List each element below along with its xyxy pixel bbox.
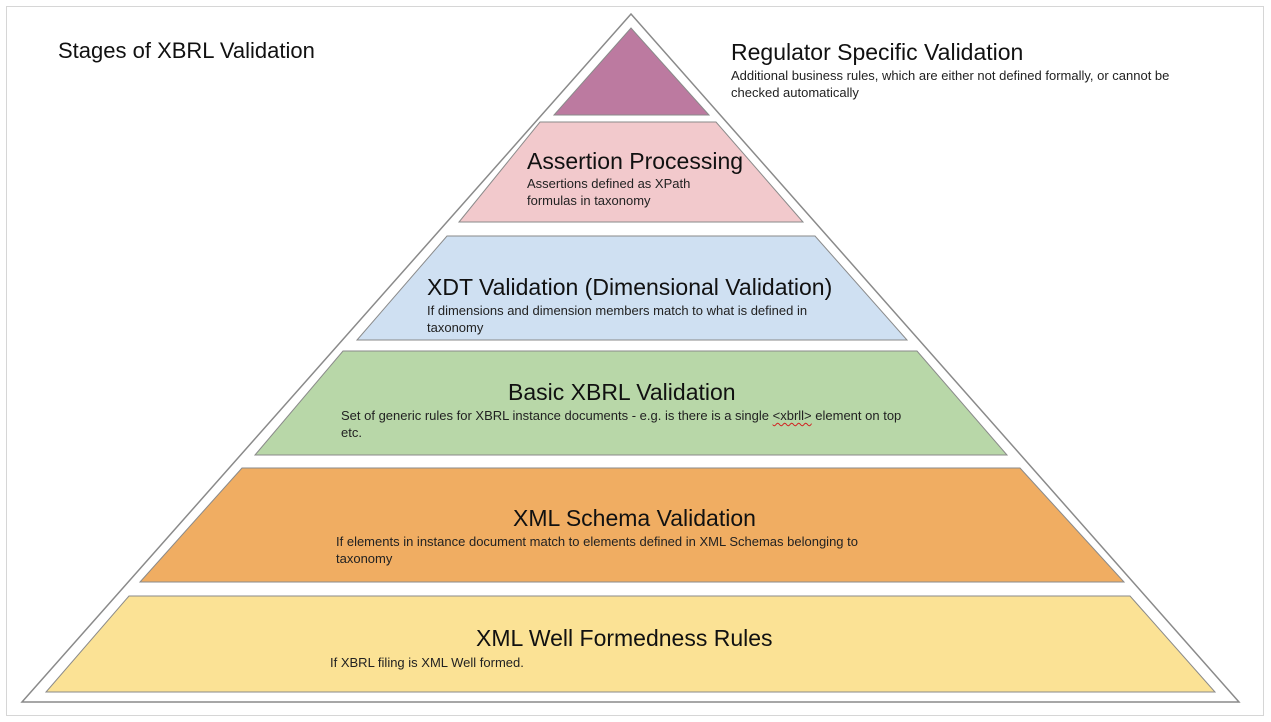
regulator-title: Regulator Specific Validation bbox=[731, 39, 1024, 65]
basic-description-text: Set of generic rules for XBRL instance d… bbox=[341, 408, 773, 423]
schema-description: If elements in instance document match t… bbox=[336, 534, 858, 566]
wellformed-title: XML Well Formedness Rules bbox=[476, 625, 773, 651]
xdt-title: XDT Validation (Dimensional Validation) bbox=[427, 274, 833, 300]
assertion-title: Assertion Processing bbox=[527, 148, 744, 174]
page-title: Stages of XBRL Validation bbox=[58, 38, 315, 63]
tier-assertion-shape bbox=[457, 121, 805, 223]
tier-wellformed-shape bbox=[44, 595, 1217, 693]
basic-description-text-end: element on top etc. bbox=[341, 408, 902, 440]
regulator-description: Additional business rules, which are eit… bbox=[731, 68, 1170, 100]
tier-schema-shape bbox=[138, 467, 1126, 583]
schema-title: XML Schema Validation bbox=[513, 505, 756, 531]
tier-xdt-shape bbox=[355, 235, 909, 341]
assertion-description: Assertions defined as XPath formulas in … bbox=[527, 176, 691, 208]
xdt-description: If dimensions and dimension members matc… bbox=[427, 303, 808, 335]
wellformed-description: If XBRL filing is XML Well formed. bbox=[330, 655, 524, 670]
spellcheck-flagged-word: <xbrll> bbox=[772, 408, 812, 423]
basic-title: Basic XBRL Validation bbox=[508, 379, 736, 405]
basic-description: Set of generic rules for XBRL instance d… bbox=[341, 407, 921, 441]
tier-basic-shape bbox=[253, 350, 1009, 456]
tier-regulator-shape bbox=[552, 27, 711, 116]
